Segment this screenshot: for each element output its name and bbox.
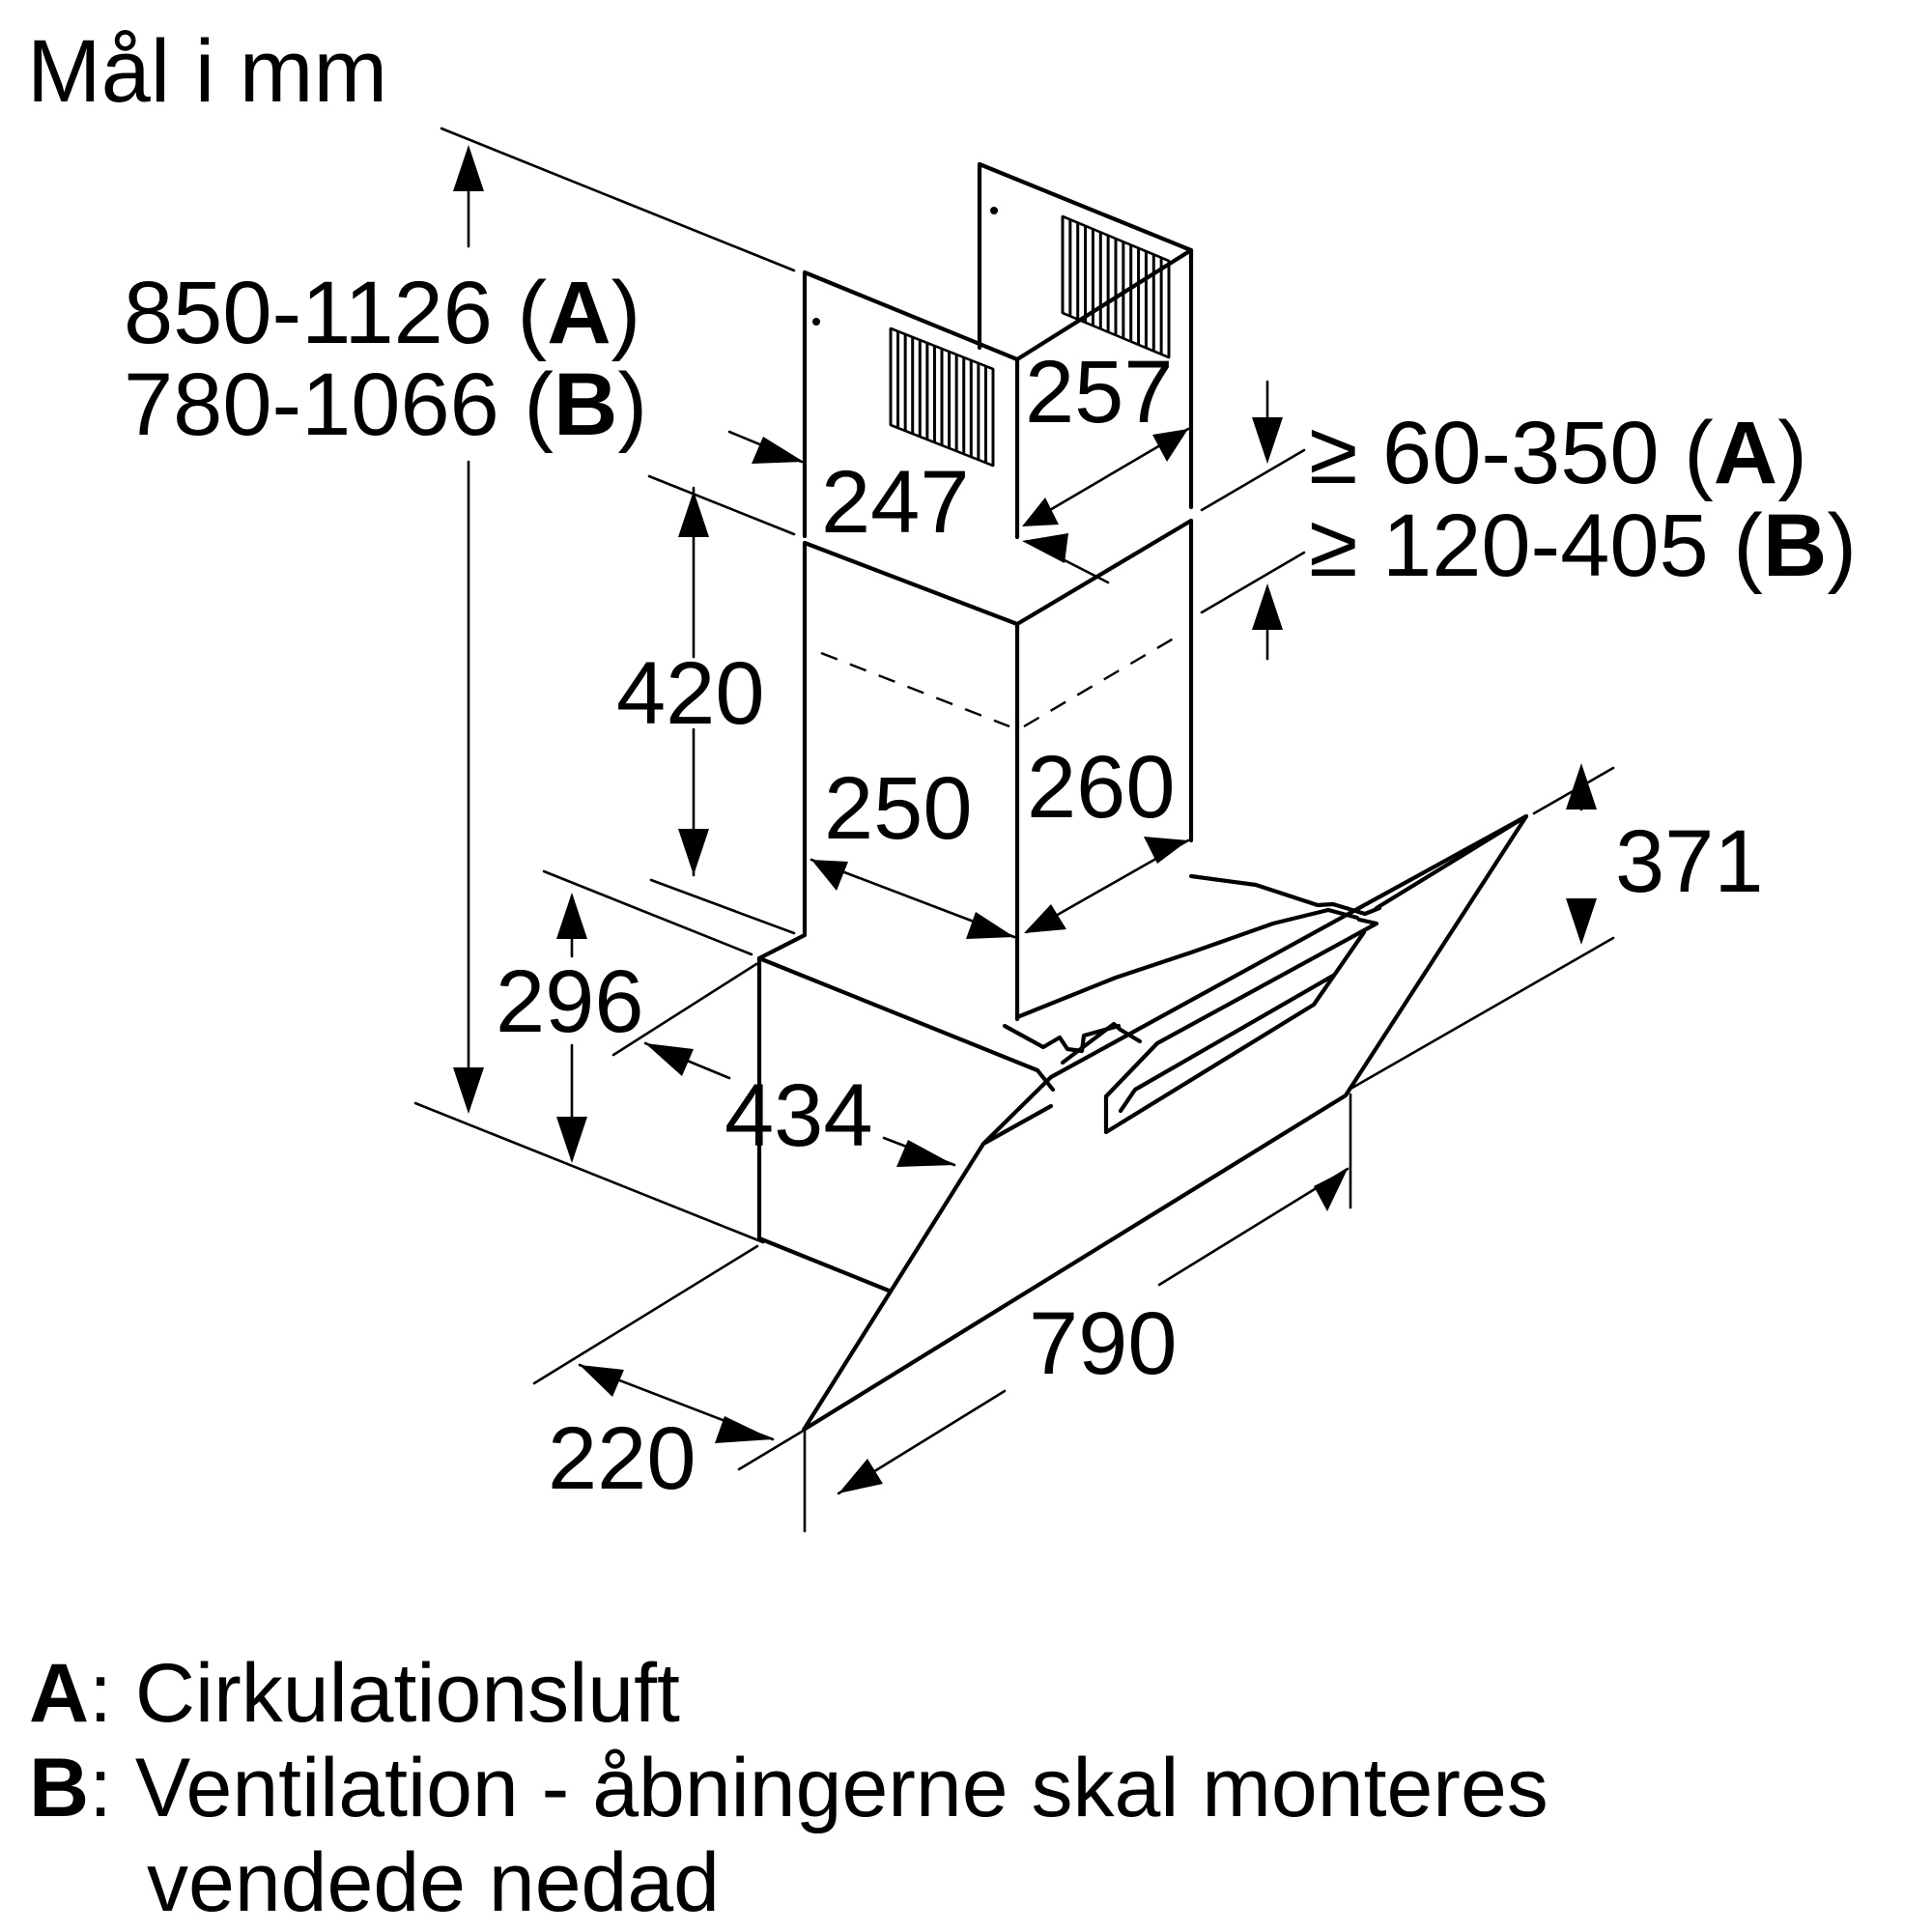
body-height-label: 296 <box>496 952 644 1051</box>
chimney-lower-depth-label: 260 <box>1027 738 1176 837</box>
legend-text-b-line1: : Ventilation - åbningerne skal monteres <box>89 1742 1548 1834</box>
total-height-b-label: 780-1066 (B) <box>124 355 647 454</box>
hood-width-label: 790 <box>1029 1294 1178 1393</box>
legend-key-a: A <box>29 1647 90 1740</box>
dimension-labels: 850-1126 (A) 780-1066 (B) 257 247 ≥ 60-3… <box>124 264 1857 1508</box>
grille-frame <box>889 327 995 468</box>
legend-item-a: A: Cirkulationsluft <box>29 1646 680 1741</box>
legend-item-b-continued: vendede nedad <box>147 1835 720 1930</box>
vent-grille-rear <box>1061 214 1171 359</box>
legend-text-b-line2: vendede nedad <box>147 1836 721 1929</box>
legend-text-a: : Cirkulationsluft <box>89 1647 680 1740</box>
chimney-lower-width-label: 250 <box>824 759 973 858</box>
legend-key-b: B <box>29 1742 90 1834</box>
total-height-a-label: 850-1126 (A) <box>124 264 640 362</box>
clearance-a-label: ≥ 60-350 (A) <box>1309 404 1807 502</box>
chimney-upper-width-label: 247 <box>821 453 970 552</box>
hood-outline <box>756 161 1529 1433</box>
vent-grille-front <box>889 327 995 468</box>
arrowheads <box>453 145 1597 1493</box>
chimney-lower-height-label: 420 <box>616 644 765 743</box>
page-title: Mål i mm <box>27 22 388 121</box>
clearance-b-label: ≥ 120-405 (B) <box>1309 497 1857 595</box>
legend-item-b: B: Ventilation - åbningerne skal montere… <box>29 1741 1548 1835</box>
glass-height-label: 371 <box>1615 812 1764 911</box>
body-width-label: 434 <box>724 1066 873 1165</box>
wall-depth-label: 220 <box>548 1409 696 1508</box>
chimney-upper-depth-label: 257 <box>1025 343 1174 441</box>
grille-frame <box>1061 214 1171 359</box>
